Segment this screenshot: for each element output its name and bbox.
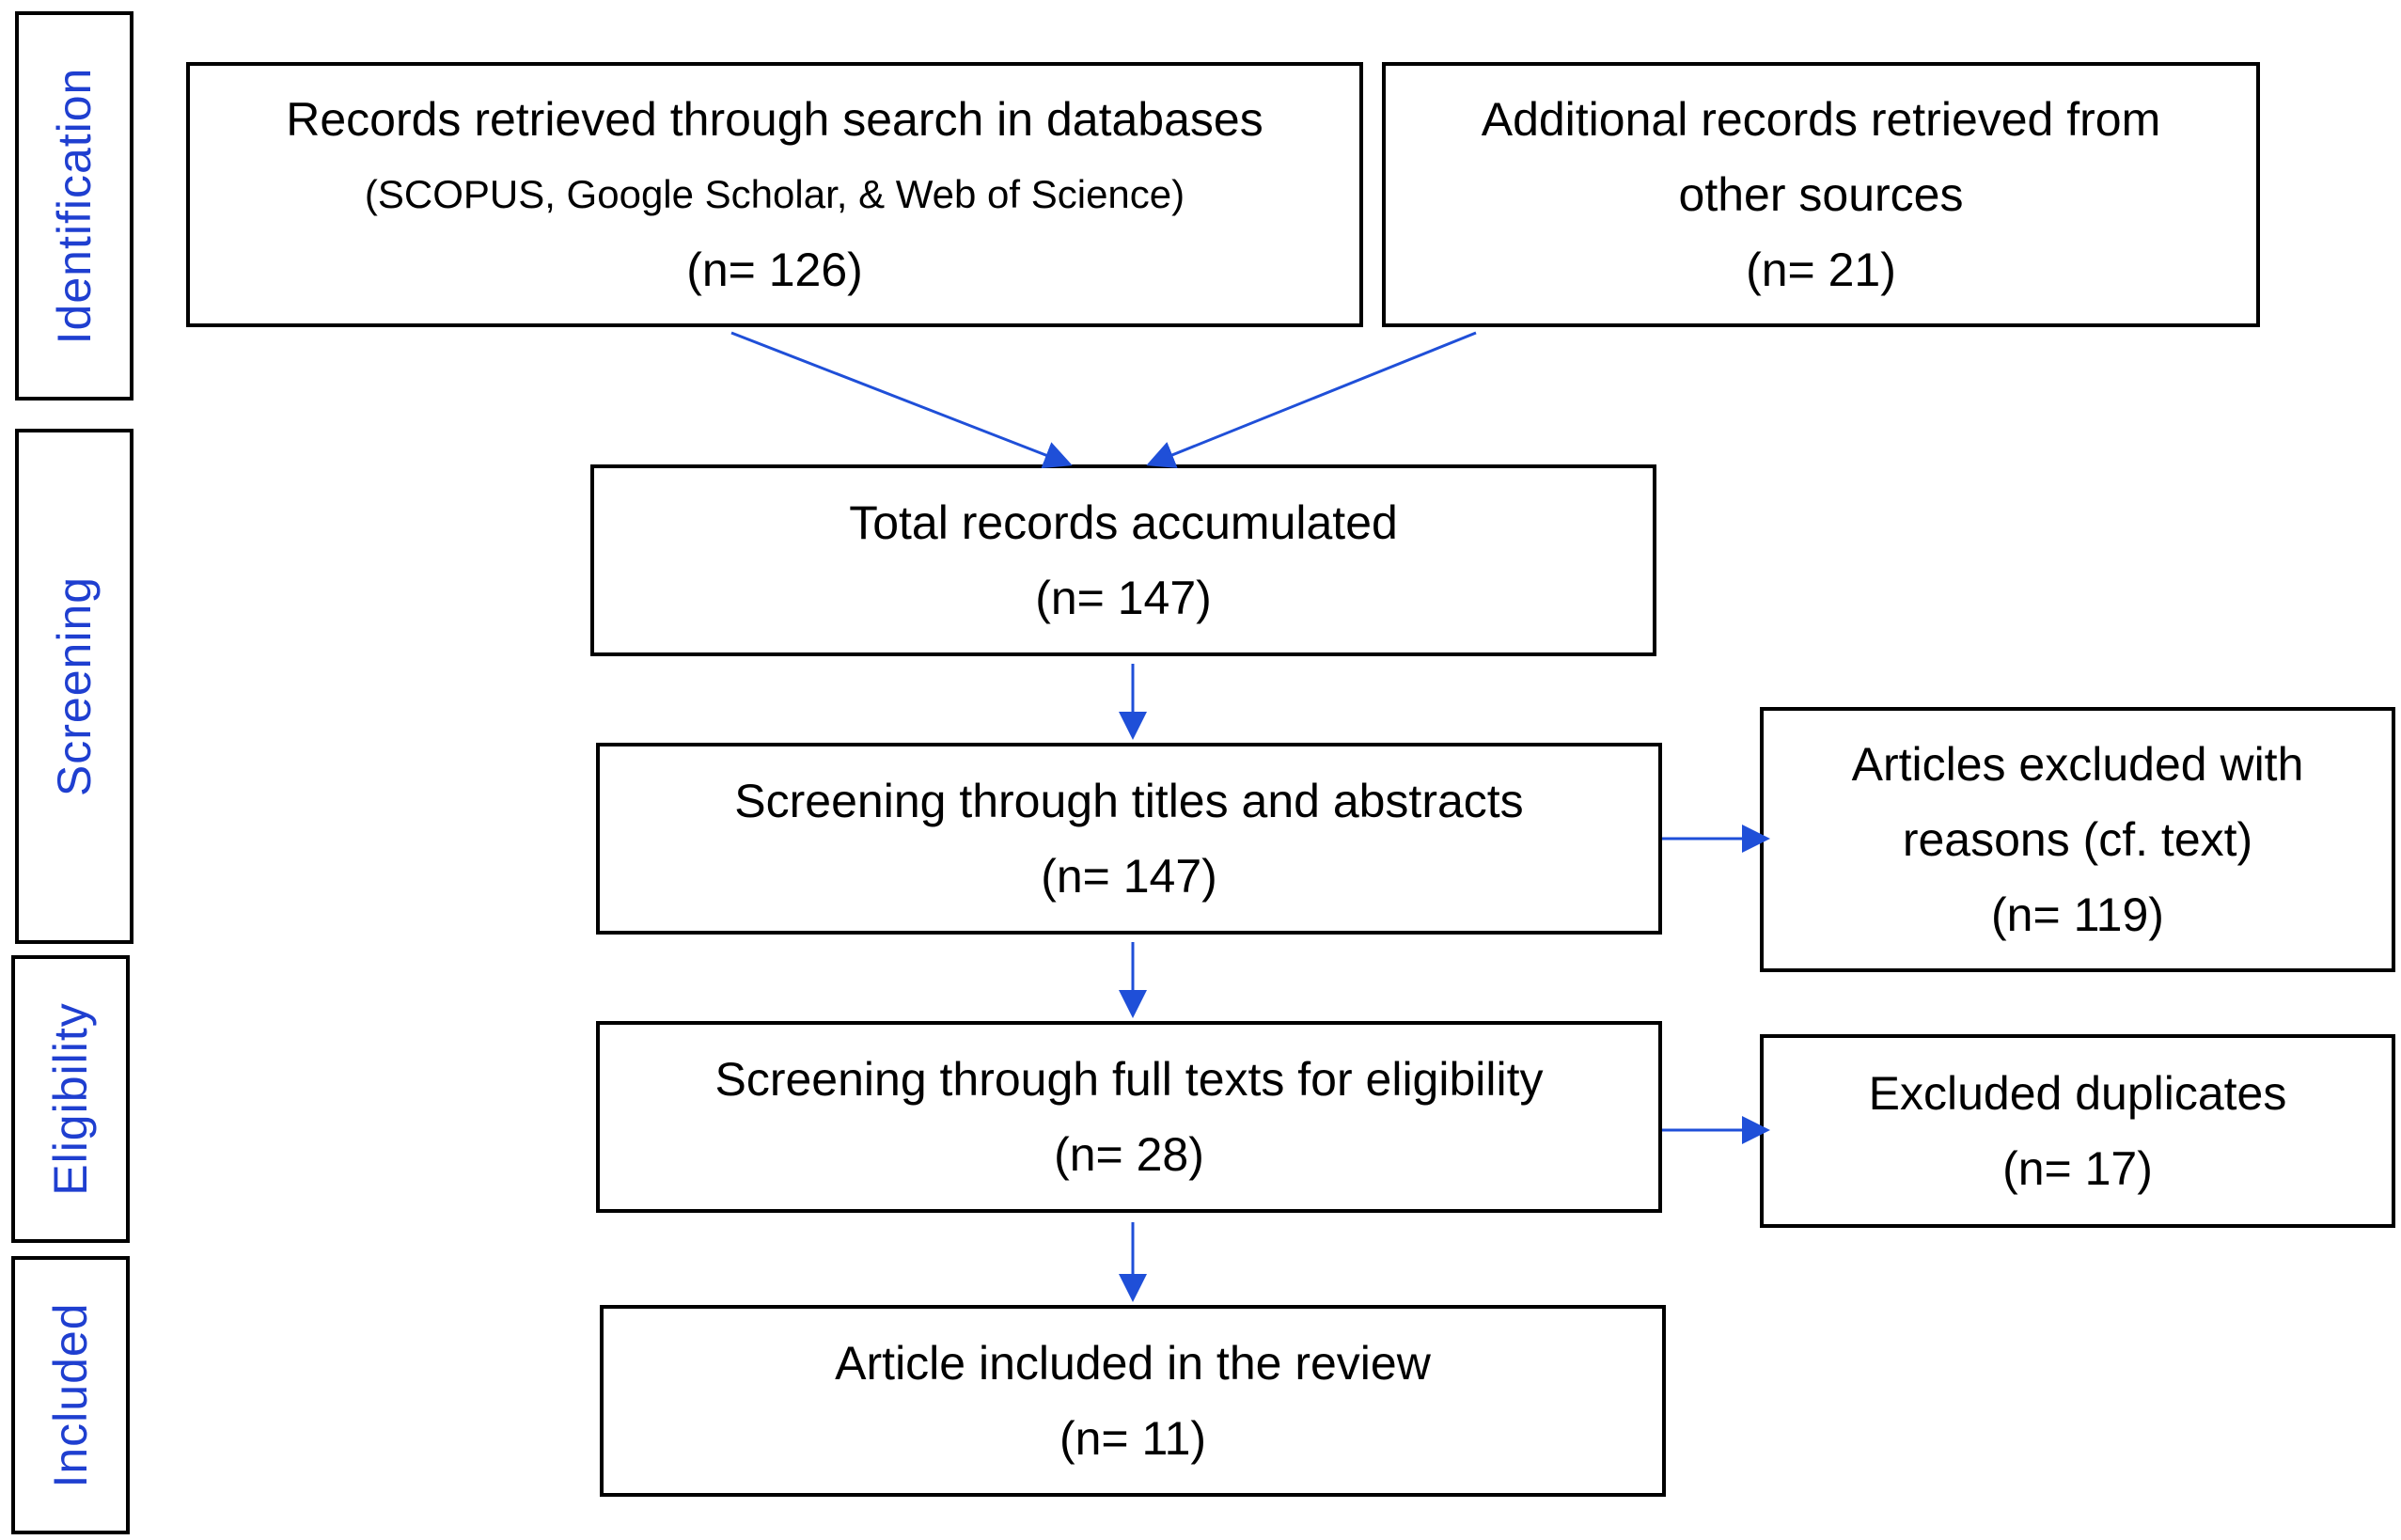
total-records-title: Total records accumulated (849, 496, 1398, 549)
phase-screening: Screening (15, 429, 133, 944)
other-sources-count: (n= 21) (1746, 244, 1896, 296)
total-records-box: Total records accumulated (n= 147) (590, 464, 1656, 656)
other-sources-title-cont: other sources (1678, 168, 1964, 221)
included-articles-box: Article included in the review (n= 11) (600, 1305, 1666, 1497)
excluded-duplicates-count: (n= 17) (2002, 1142, 2153, 1195)
title-abstract-screening-count: (n= 147) (1041, 850, 1217, 903)
excluded-duplicates-box: Excluded duplicates (n= 17) (1760, 1034, 2395, 1228)
full-text-screening-title: Screening through full texts for eligibi… (714, 1053, 1544, 1106)
arrow-other-sources-to-total (1146, 331, 1477, 468)
title-abstract-screening-title: Screening through titles and abstracts (734, 775, 1524, 827)
full-text-screening-box: Screening through full texts for eligibi… (596, 1021, 1662, 1213)
databases-list: (SCOPUS, Google Scholar, & Web of Scienc… (364, 172, 1185, 216)
excluded-duplicates-title: Excluded duplicates (1868, 1067, 2287, 1120)
databases-records-title: Records retrieved through search in data… (286, 93, 1263, 146)
full-text-screening-count: (n= 28) (1054, 1128, 1204, 1181)
included-articles-count: (n= 11) (1059, 1412, 1207, 1465)
other-sources-box: Additional records retrieved from other … (1382, 62, 2260, 327)
included-articles-title: Article included in the review (835, 1337, 1431, 1390)
excluded-reasons-title: Articles excluded with (1851, 738, 2304, 791)
databases-records-count: (n= 126) (686, 244, 863, 296)
other-sources-title: Additional records retrieved from (1481, 93, 2161, 146)
excluded-reasons-count: (n= 119) (1991, 888, 2164, 941)
title-abstract-screening-box: Screening through titles and abstracts (… (596, 743, 1662, 935)
excluded-reasons-box: Articles excluded with reasons (cf. text… (1760, 707, 2395, 972)
phase-identification: Identification (15, 11, 133, 401)
arrow-databases-to-total (730, 331, 1073, 469)
databases-records-box: Records retrieved through search in data… (186, 62, 1363, 327)
phase-included: Included (11, 1256, 130, 1534)
phase-eligibility: Eligibility (11, 955, 130, 1243)
excluded-reasons-title-cont: reasons (cf. text) (1902, 813, 2253, 866)
total-records-count: (n= 147) (1035, 572, 1212, 624)
